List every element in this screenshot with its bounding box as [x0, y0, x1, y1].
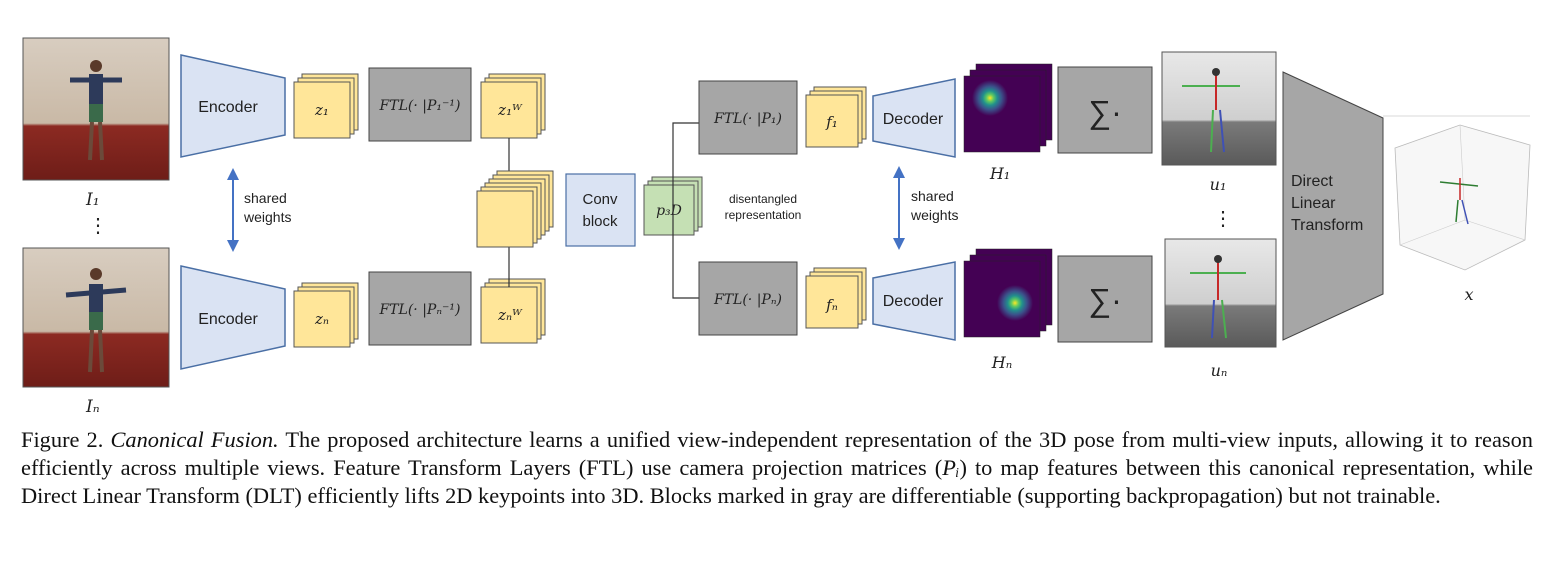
architecture-diagram: I₁ ⋮ Iₙ Encoder Encoder shared weights z…: [22, 37, 1531, 417]
connector-p3d-ftl: [672, 122, 699, 299]
feature-z1: z₁: [293, 73, 359, 139]
shared-weights-right-1: shared: [911, 188, 954, 204]
conv-block-label-1: Conv: [582, 191, 618, 208]
soft-argmax-1: ∑·: [1057, 66, 1153, 154]
encoder-1: Encoder: [180, 54, 286, 158]
feature-fn: fₙ: [805, 267, 867, 329]
caption-prefix: Figure 2.: [21, 427, 104, 452]
label-Hn: Hₙ: [991, 353, 1012, 372]
soft-argmax-n: ∑·: [1057, 255, 1153, 343]
heatmap-H1: [963, 63, 1053, 153]
label-ftl-inv-1: FTL(· |P₁⁻¹): [379, 98, 461, 114]
feature-f1: f₁: [805, 86, 867, 148]
encoder-n-label: Encoder: [198, 311, 258, 328]
caption-body-2: ) to map features between this canonical…: [21, 455, 1533, 508]
decoder-1-label: Decoder: [883, 111, 944, 128]
shared-weights-left-2: weights: [243, 209, 291, 225]
feature-znw: zₙᵂ: [480, 278, 546, 344]
label-u1: u₁: [1210, 175, 1227, 194]
label-x: x: [1464, 285, 1473, 304]
label-fn: fₙ: [825, 296, 838, 314]
shared-weights-right-2: weights: [910, 207, 958, 223]
dlt-block: Direct Linear Transform: [1282, 71, 1384, 341]
sum-symbol-1: ∑·: [1088, 94, 1121, 130]
ftl-1: FTL(· |P₁): [698, 80, 798, 155]
caption-pi: Pᵢ: [942, 455, 960, 480]
dlt-label-3: Transform: [1291, 217, 1363, 234]
label-In: Iₙ: [85, 397, 100, 417]
disentangled-label-2: representation: [725, 208, 802, 222]
heatmap-Hn: [963, 248, 1053, 338]
keypoints-image-un: [1164, 238, 1277, 348]
feature-z1w: z₁ᵂ: [480, 73, 546, 139]
label-ftl-inv-n: FTL(· |Pₙ⁻¹): [379, 302, 461, 318]
keypoints-image-u1: [1161, 51, 1277, 166]
label-I1: I₁: [85, 190, 100, 210]
vdots-left: ⋮: [88, 215, 108, 237]
label-f1: f₁: [825, 113, 838, 131]
vdots-right: ⋮: [1213, 208, 1233, 230]
label-H1: H₁: [989, 164, 1010, 183]
input-image-n: [22, 247, 170, 388]
concat-stack: [476, 170, 554, 248]
label-p3d: p₃D: [656, 203, 682, 219]
shared-weights-left-1: shared: [244, 190, 287, 206]
input-image-1: [22, 37, 170, 181]
figure-caption: Figure 2. Canonical Fusion. The proposed…: [21, 426, 1533, 510]
feature-zn: zₙ: [293, 282, 359, 348]
ftl-inverse-1: FTL(· |P₁⁻¹): [368, 67, 472, 142]
caption-title: Canonical Fusion.: [110, 427, 279, 452]
ftl-n: FTL(· |Pₙ): [698, 261, 798, 336]
caption-body-1: The proposed architecture learns a unifi…: [21, 427, 1533, 480]
pose-3d-plot: [1383, 115, 1531, 271]
decoder-1: Decoder: [872, 78, 956, 158]
label-ftl-1: FTL(· |P₁): [713, 111, 782, 127]
encoder-n: Encoder: [180, 265, 286, 370]
conv-block: Conv block: [565, 173, 636, 247]
label-ftl-n: FTL(· |Pₙ): [713, 292, 782, 308]
sum-symbol-n: ∑·: [1088, 282, 1121, 318]
conv-block-label-2: block: [582, 213, 618, 230]
ftl-inverse-n: FTL(· |Pₙ⁻¹): [368, 271, 472, 346]
dlt-label-1: Direct: [1291, 173, 1333, 190]
label-z1w: z₁ᵂ: [497, 101, 523, 119]
label-un: uₙ: [1211, 361, 1228, 380]
disentangled-label-1: disentangled: [729, 192, 797, 206]
dlt-label-2: Linear: [1291, 195, 1336, 212]
decoder-n-label: Decoder: [883, 293, 944, 310]
label-znw: zₙᵂ: [497, 306, 523, 324]
label-z1: z₁: [314, 101, 329, 119]
decoder-n: Decoder: [872, 261, 956, 341]
encoder-1-label: Encoder: [198, 99, 258, 116]
label-zn: zₙ: [314, 310, 329, 328]
